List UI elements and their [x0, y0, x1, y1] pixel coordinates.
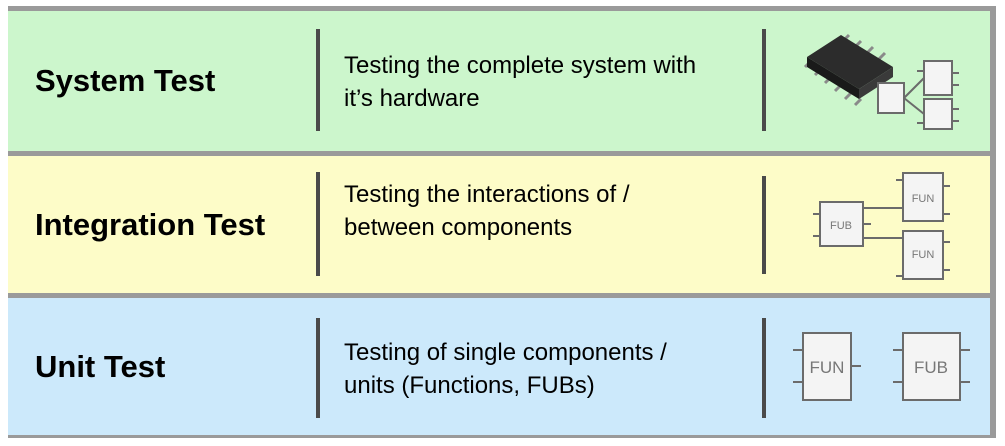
divider [316, 318, 320, 418]
component-label: FUN [912, 249, 935, 261]
divider [762, 318, 766, 418]
chip-with-functions-icon [783, 11, 990, 151]
row-title: Unit Test [35, 348, 166, 384]
divider [762, 176, 766, 274]
integration-test-row: Integration Test Testing the interaction… [8, 156, 990, 293]
divider [316, 29, 320, 131]
system-test-row: System Test Testing the complete system … [8, 11, 990, 151]
divider [762, 29, 766, 131]
row-title: System Test [35, 63, 216, 98]
component-label: FUN [912, 193, 935, 205]
description-line: units (Functions, FUBs) [344, 372, 595, 399]
connected-components-icon: FUB FUN FUN [783, 156, 990, 293]
description-line: it’s hardware [344, 85, 480, 112]
row-description: Testing the complete system with it’s ha… [344, 49, 754, 115]
row-title: Integration Test [35, 206, 266, 242]
component-label: FUB [914, 358, 948, 377]
description-line: Testing of single components / [344, 339, 667, 366]
divider [316, 172, 320, 276]
description-line: Testing the complete system with [344, 52, 697, 79]
component-label: FUB [830, 220, 852, 232]
component-label: FUN [810, 358, 845, 377]
single-units-icon: FUN FUB [783, 298, 990, 435]
row-description: Testing of single components / units (Fu… [344, 336, 754, 402]
description-line: between components [344, 214, 573, 241]
row-description: Testing the interactions of / between co… [344, 178, 754, 244]
description-line: Testing the interactions of / [344, 181, 630, 208]
unit-test-row: Unit Test Testing of single components /… [8, 298, 990, 435]
